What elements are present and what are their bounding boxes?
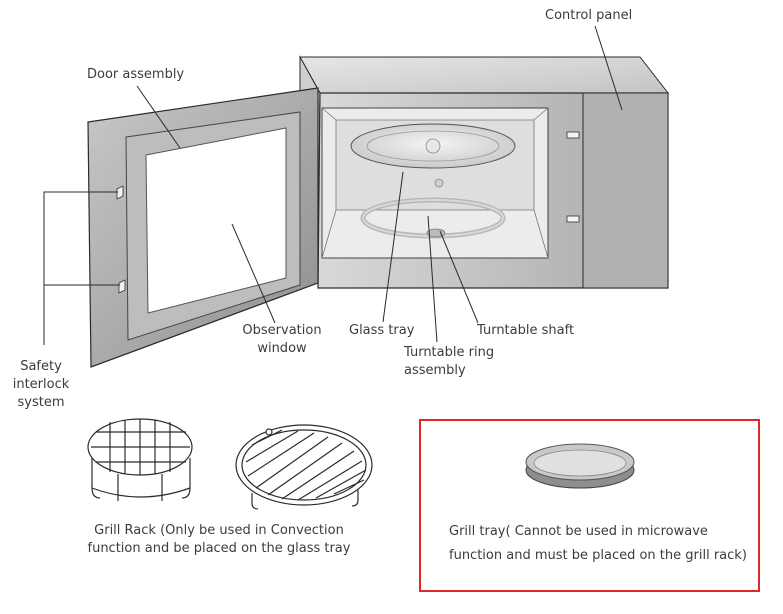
interlock-hook-lower [118, 279, 126, 294]
label-glass-tray: Glass tray [349, 323, 415, 338]
grill-tray-caption-line1: Grill tray( Cannot be used in microwave [449, 524, 708, 539]
door-assembly [87, 87, 319, 368]
grill-tray [525, 443, 635, 489]
grill-rack-caption: Grill Rack (Only be used in Convection f… [84, 522, 354, 558]
grill-rack-caption-line2: function and be placed on the glass tray [87, 541, 351, 556]
microwave-cabinet [299, 55, 670, 289]
label-turntable-ring: Turntable ring assembly [404, 344, 494, 380]
grill-tray-caption: Grill tray( Cannot be used in microwave … [449, 520, 747, 568]
leader-lines [43, 25, 623, 345]
label-observation-window: Observation window [240, 322, 324, 358]
label-safety-line2: interlock [12, 377, 70, 392]
label-safety-line1: Safety [20, 359, 62, 374]
label-turntable-ring-line1: Turntable ring [404, 345, 495, 360]
grill-rack-caption-line1: Grill Rack (Only be used in Convection [94, 523, 344, 538]
label-door-assembly: Door assembly [87, 67, 185, 82]
label-turntable-shaft: Turntable shaft [477, 323, 575, 338]
grill-rack-tall [87, 418, 193, 501]
label-safety-line3: system [17, 395, 65, 410]
control-panel-surface [582, 92, 669, 289]
label-observation-line2: window [257, 341, 307, 356]
grill-tray-caption-line2: function and must be placed on the grill… [449, 548, 747, 563]
label-safety-interlock: Safety interlock system [6, 358, 76, 412]
interlock-hook-upper [116, 185, 124, 200]
glass-tray [350, 123, 516, 169]
label-turntable-ring-line2: assembly [404, 363, 466, 378]
grill-rack-low [235, 424, 373, 510]
label-observation-line1: Observation [242, 323, 322, 338]
grill-tray-highlight-box [419, 419, 760, 592]
label-control-panel: Control panel [545, 8, 633, 23]
